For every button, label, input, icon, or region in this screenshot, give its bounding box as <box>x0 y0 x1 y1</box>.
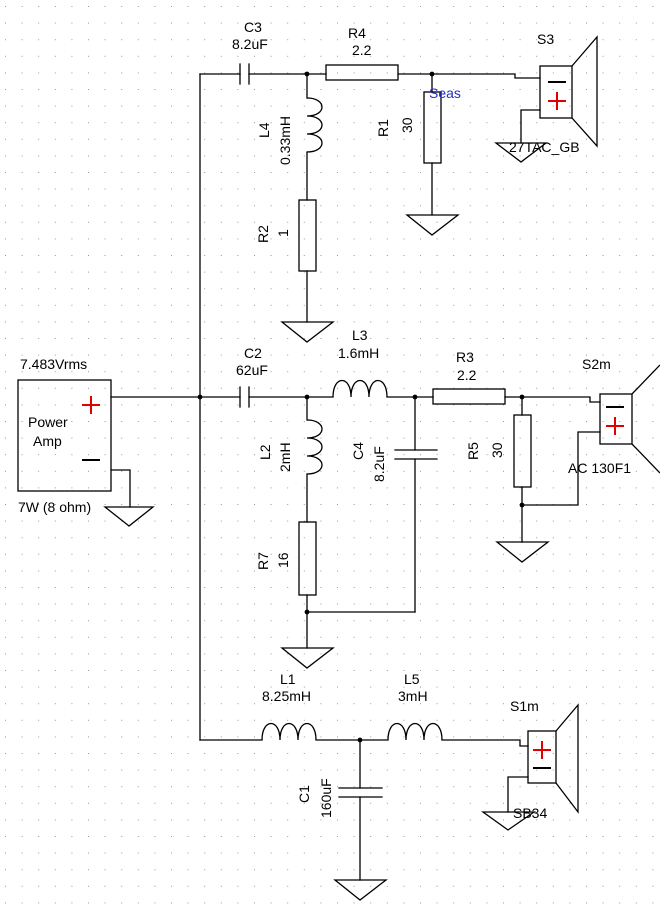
power-amp-box <box>17 379 112 492</box>
ground-r7 <box>280 647 335 669</box>
s2m-cone <box>631 364 660 474</box>
amp-name-line2: Amp <box>33 433 62 449</box>
r2-value: 1 <box>275 229 291 237</box>
s3-brand: Seas <box>429 85 461 101</box>
c1-value: 160uF <box>318 778 334 818</box>
c2-ref: C2 <box>244 345 262 361</box>
c1-ref: C1 <box>296 785 312 803</box>
ground-s1m <box>480 811 537 831</box>
resistor-r1 <box>423 91 442 164</box>
amp-voltage: 7.483Vrms <box>20 356 87 372</box>
s2m-ref: S2m <box>582 356 611 372</box>
woofer-branch: L1 8.25mH L5 3mH C1 160uF S1m SB34 <box>199 671 579 901</box>
wire-r4-s3 <box>397 73 541 79</box>
l4-value: 0.33mH <box>277 116 293 165</box>
wire-s2-neg <box>521 431 601 506</box>
power-amp: 7.483Vrms Power Amp 7W (8 ohm) <box>17 356 112 515</box>
speaker-s3 <box>539 35 598 148</box>
amp-plus-icon <box>82 396 100 414</box>
l2-value: 2mH <box>277 442 293 472</box>
s1m-cone <box>555 703 579 814</box>
tweeter-branch: C3 8.2uF R4 2.2 L4 0.33mH R2 1 R1 30 <box>199 19 598 343</box>
s3-plus-icon <box>548 92 566 110</box>
capacitor-c3 <box>239 63 250 85</box>
ground-r2 <box>280 321 335 343</box>
r5-ref: R5 <box>465 442 481 460</box>
c3-ref: C3 <box>244 19 262 35</box>
s1m-body <box>527 730 557 784</box>
ground-c1 <box>333 879 388 901</box>
c4-ref: C4 <box>350 442 366 460</box>
r1-ref: R1 <box>375 119 391 137</box>
inductor-l1 <box>261 722 317 741</box>
inductor-l4 <box>306 97 323 153</box>
resistor-r4 <box>325 64 399 81</box>
c4-value: 8.2uF <box>371 446 387 482</box>
l1-ref: L1 <box>280 671 296 687</box>
r4-value: 2.2 <box>352 42 372 58</box>
s3-model: 27TAC_GB <box>509 139 580 155</box>
s2m-model: AC 130F1 <box>568 460 631 476</box>
amp-ground-wire <box>110 469 131 508</box>
l3-ref: L3 <box>352 327 368 343</box>
speaker-s1m <box>527 703 579 814</box>
l5-ref: L5 <box>404 671 420 687</box>
r7-value: 16 <box>275 552 291 568</box>
c3-value: 8.2uF <box>232 36 268 52</box>
s1m-plus-icon <box>533 741 551 759</box>
l1-value: 8.25mH <box>262 688 311 704</box>
amp-rating: 7W (8 ohm) <box>18 499 91 515</box>
resistor-r2 <box>298 199 317 272</box>
resistor-r7 <box>298 521 317 596</box>
junction-dots <box>197 71 525 743</box>
s2m-body <box>599 393 633 445</box>
inductor-l2 <box>306 419 323 475</box>
wire-r3-s2 <box>504 396 601 403</box>
r5-value: 30 <box>489 442 505 458</box>
ground-s3 <box>494 142 548 163</box>
midrange-branch: C2 62uF L3 1.6mH R3 2.2 L2 2mH R7 16 C4 … <box>199 327 660 669</box>
l2-ref: L2 <box>257 444 273 460</box>
capacitor-c4 <box>394 449 438 460</box>
ground-r5 <box>495 541 550 563</box>
s1m-model: SB34 <box>513 805 547 821</box>
r1-value: 30 <box>399 117 415 133</box>
r7-ref: R7 <box>255 552 271 570</box>
c2-value: 62uF <box>236 362 268 378</box>
inductor-l5 <box>387 722 443 741</box>
s1m-ref: S1m <box>510 698 539 714</box>
wire-s1m-gnd <box>507 776 529 813</box>
r3-value: 2.2 <box>457 367 477 383</box>
inductor-l3 <box>332 379 388 398</box>
amp-name-line1: Power <box>28 414 68 430</box>
r4-ref: R4 <box>348 25 366 41</box>
wire-l5-s1 <box>441 739 529 747</box>
speaker-s2m <box>599 364 660 474</box>
l3-value: 1.6mH <box>338 345 379 361</box>
ground-r1 <box>405 214 460 236</box>
resistor-r3 <box>432 388 506 405</box>
s3-ref: S3 <box>537 31 554 47</box>
l4-ref: L4 <box>256 122 272 138</box>
l5-value: 3mH <box>398 688 428 704</box>
r3-ref: R3 <box>456 349 474 365</box>
capacitor-c1 <box>338 787 383 798</box>
capacitor-c2 <box>239 386 250 408</box>
wire-s3-gnd <box>520 109 541 144</box>
amp-ground-symbol <box>103 506 155 527</box>
resistor-r5 <box>513 414 532 488</box>
s2m-plus-icon <box>606 417 624 435</box>
grid-dots <box>5 6 654 904</box>
r2-ref: R2 <box>255 225 271 243</box>
